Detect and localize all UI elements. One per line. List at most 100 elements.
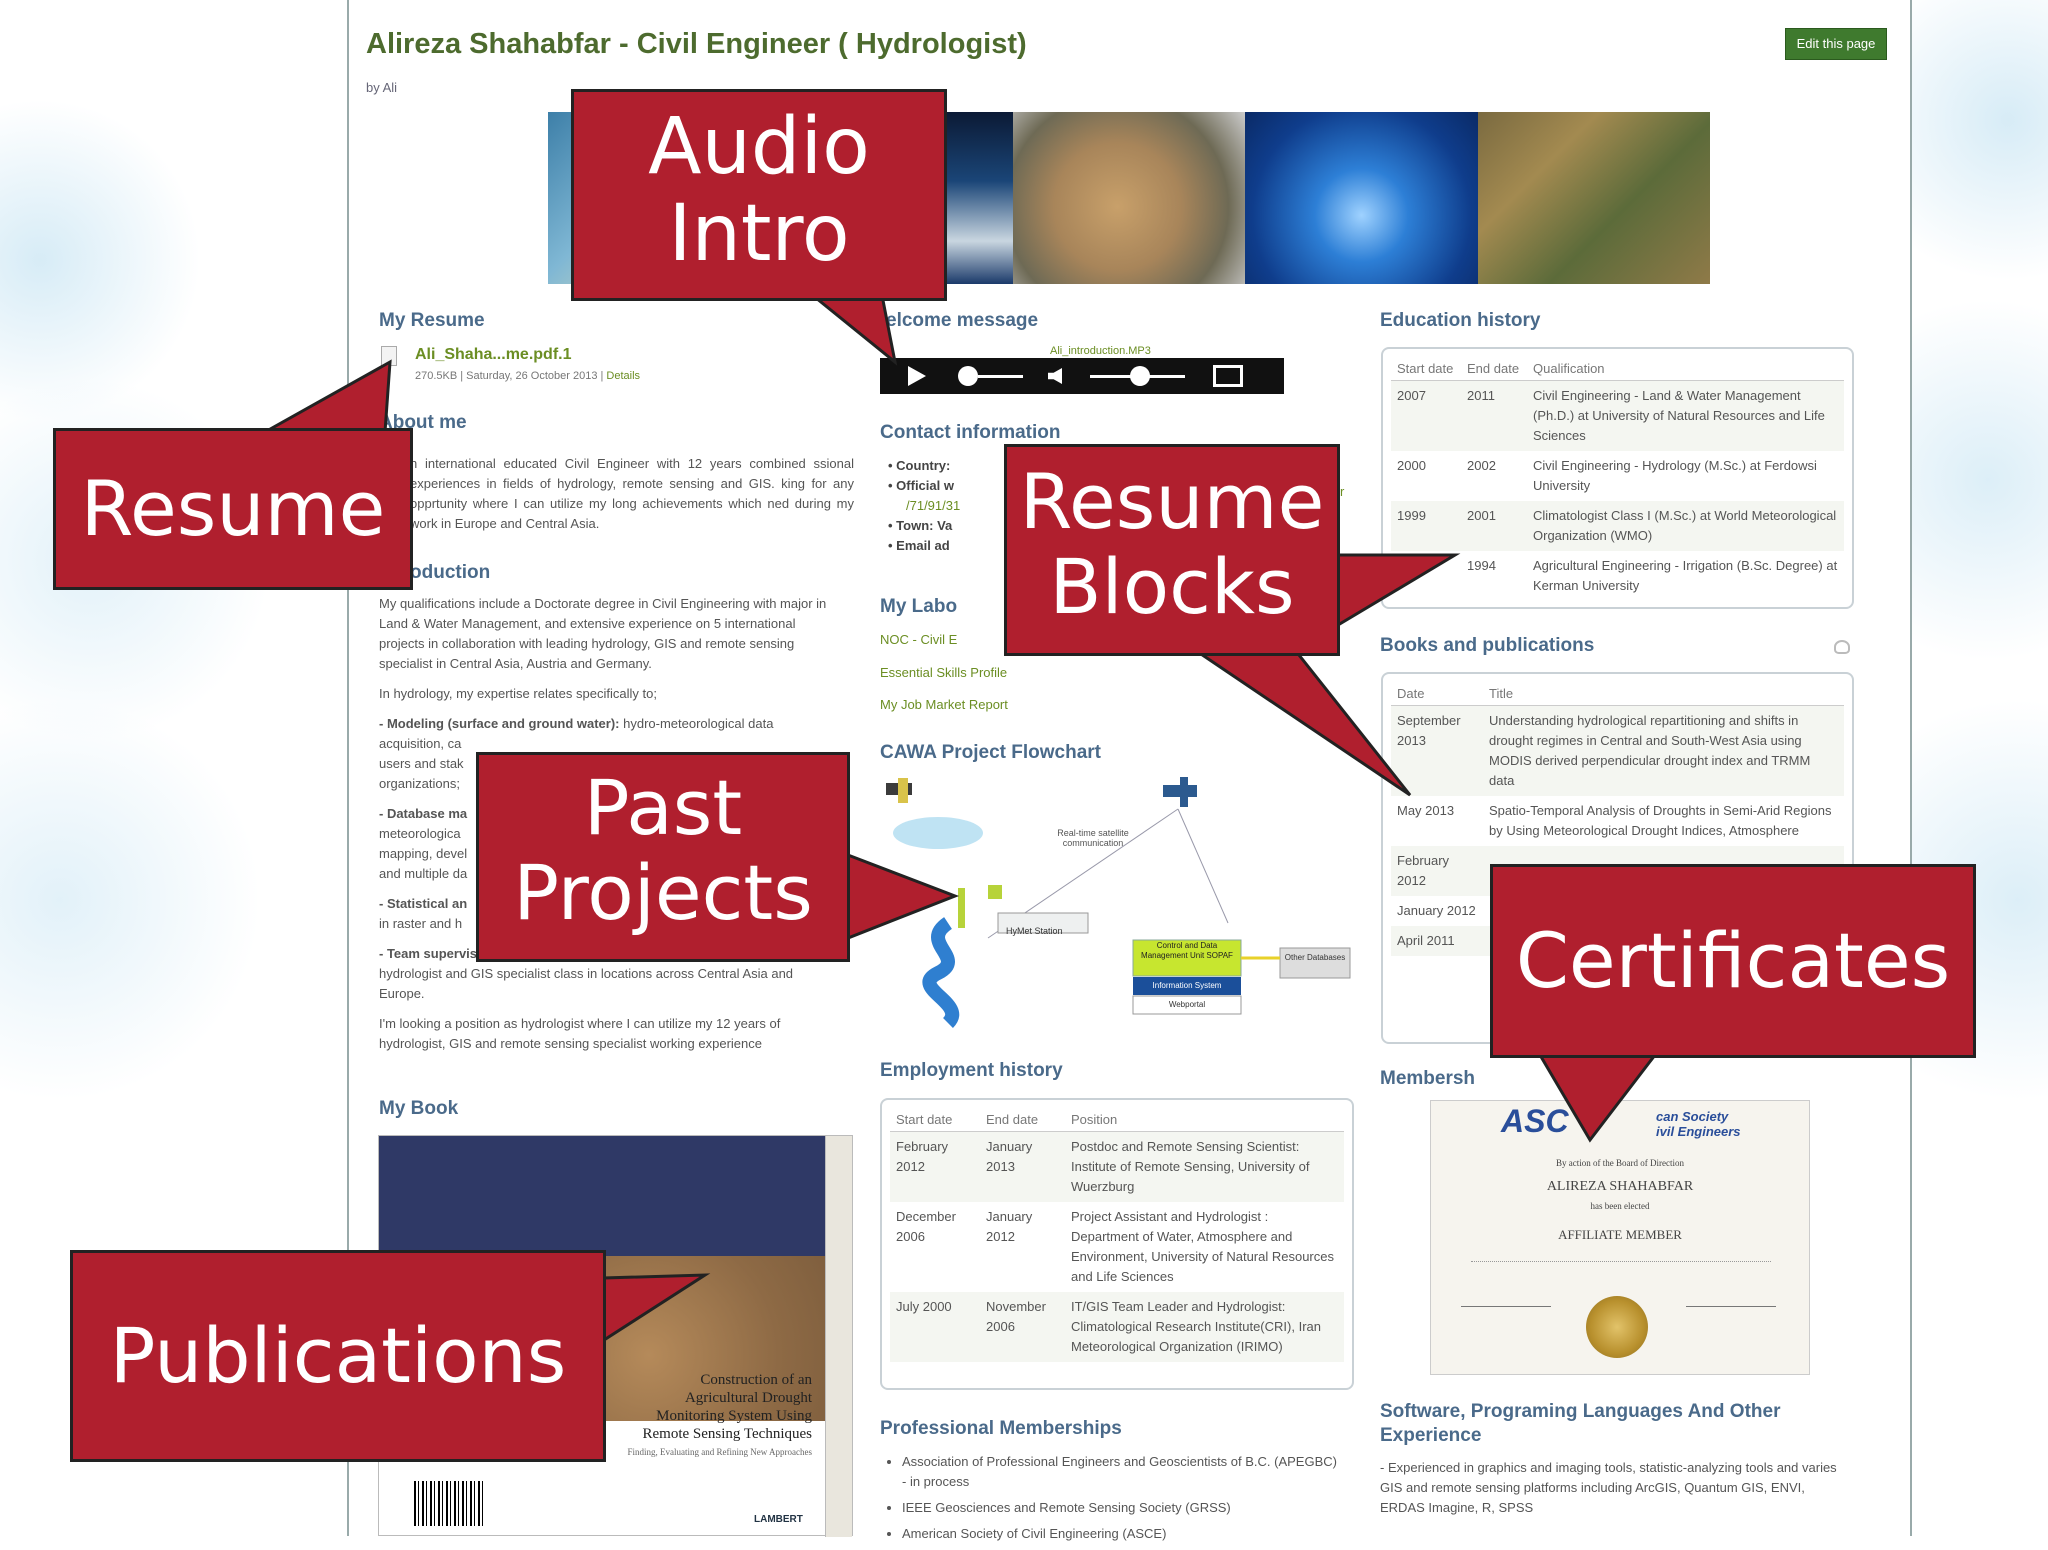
contact-fragment: r (1340, 484, 1345, 499)
col-start-date: Start date (1391, 357, 1461, 381)
cert-seal (1586, 1296, 1648, 1358)
table-row: July 2000 November 2006 IT/GIS Team Lead… (890, 1292, 1344, 1362)
byline: by Ali (366, 80, 398, 95)
asce-logo: ASC (1501, 1103, 1569, 1139)
asce-org-line-1: can Society (1656, 1109, 1729, 1124)
emp-end: January 2012 (986, 1209, 1033, 1244)
pub-date: May 2013 (1397, 803, 1455, 818)
intro-paragraph-2: In hydrology, my expertise relates speci… (379, 686, 657, 701)
edu-qualification: Climatologist Class I (M.Sc.) at World M… (1527, 501, 1844, 551)
intro-bullet-modeling-label: - Modeling (surface and ground water): (379, 716, 620, 731)
cert-member-type: AFFILIATE MEMBER (1558, 1227, 1682, 1242)
contact-country: • Country: (888, 458, 951, 473)
audio-file-link[interactable]: Ali_introduction.MP3 (1050, 345, 1151, 357)
satellite-right-icon (1163, 777, 1197, 807)
pub-date: September 2013 (1391, 705, 1483, 796)
list-item: Association of Professional Engineers an… (902, 1452, 1340, 1492)
about-text: n international educated Civil Engineer … (410, 456, 854, 531)
book-publisher: LAMBERT (754, 1514, 803, 1525)
pub-title[interactable]: Spatio-Temporal Analysis of Droughts in … (1489, 803, 1832, 838)
pub-date: February 2012 (1391, 846, 1483, 896)
pub-date: January 2012 (1397, 903, 1476, 918)
software-text: - Experienced in graphics and imaging to… (1380, 1460, 1837, 1515)
intro-bullet-statistical: - Statistical an (379, 894, 827, 914)
audio-intro-callout: Audio Intro (571, 89, 947, 301)
resume-file-size-date: 270.5KB | Saturday, 26 October 2013 | (415, 370, 604, 382)
employment-heading: Employment history (880, 1060, 1063, 1081)
flowchart-sat-comm-label: Real-time satellite communication (1057, 828, 1129, 848)
seek-handle[interactable] (958, 366, 978, 386)
software-heading: Software, Programing Languages And Other… (1380, 1401, 1781, 1446)
edit-page-button[interactable]: Edit this page (1785, 28, 1887, 60)
audio-callout-line-1: Audio (648, 102, 870, 192)
fullscreen-icon[interactable] (1213, 365, 1243, 387)
asce-certificate-image[interactable]: ASC can Society ivil Engineers By action… (1430, 1100, 1810, 1375)
audio-callout-line-2: Intro (668, 189, 850, 280)
employment-table-box: Start date End date Position February 20… (880, 1098, 1354, 1390)
book-title-line-1: Construction of an (700, 1372, 812, 1388)
intro-bullet-database-l4: and multiple da (379, 866, 468, 881)
labour-link-noc[interactable]: NOC - Civil E (880, 632, 958, 647)
contact-heading: Contact information (880, 422, 1061, 443)
table-row: February 2012 January 2013 Postdoc and R… (890, 1131, 1344, 1202)
cert-line-1: By action of the Board of Direction (1556, 1158, 1684, 1168)
edu-end: 2001 (1461, 501, 1527, 551)
info-system-box (1133, 977, 1241, 995)
contact-official: • Official w (888, 478, 954, 493)
flowchart-otherdb-label: Other Databases (1284, 953, 1346, 962)
flowchart-heading: CAWA Project Flowchart (880, 742, 1101, 763)
education-table: Start date End date Qualification 2007 2… (1391, 357, 1844, 601)
labour-link-skills[interactable]: Essential Skills Profile (880, 665, 1008, 680)
flowchart-hymet-label: HyMet Station (1006, 926, 1063, 936)
pub-title[interactable]: Understanding hydrological repartitionin… (1483, 705, 1844, 796)
flowchart-webportal-label: Webportal (1168, 1000, 1206, 1009)
contact-phone: /71/91/31 (906, 498, 961, 513)
book-title-line-4: Remote Sensing Techniques (642, 1426, 812, 1442)
emp-position: Postdoc and Remote Sensing Scientist: In… (1065, 1131, 1344, 1202)
resume-file-meta: 270.5KB | Saturday, 26 October 2013 | De… (415, 366, 640, 386)
banner-image-fields (1477, 112, 1711, 284)
edu-end: 1994 (1467, 558, 1496, 573)
past-callout-line-2: Projects (513, 848, 813, 938)
col-qualification: Qualification (1527, 357, 1844, 381)
past-callout-tail (846, 852, 960, 941)
resume-file-link[interactable]: Ali_Shaha...me.pdf.1 (415, 346, 572, 363)
intro-bullet-database-label: - Database ma (379, 806, 468, 821)
blocks-callout-tail-2 (1190, 648, 1412, 797)
resume-details-link[interactable]: Details (606, 370, 641, 382)
intro-paragraph-3: I'm looking a position as hydrologist wh… (379, 1016, 781, 1051)
table-row: 2007 2011 Civil Engineering - Land & Wat… (1391, 380, 1844, 451)
about-heading: About me (379, 412, 467, 433)
intro-bullet-statistical-l2: in raster and h (379, 916, 463, 931)
past-callout-line-1: Past (583, 763, 743, 852)
certificates-callout: Certificates (1490, 864, 1976, 1058)
books-heading: Books and publications (1380, 635, 1595, 656)
education-heading: Education history (1380, 310, 1541, 331)
seek-bar[interactable] (978, 375, 1023, 378)
edu-qualification: Agricultural Engineering - Irrigation (B… (1533, 558, 1838, 593)
intro-bullet-modeling: - Modeling (surface and ground water): h… (379, 714, 827, 754)
publications-callout-tail (602, 1273, 711, 1343)
book-cover-title: Construction of an Agricultural Drought … (628, 1371, 812, 1461)
edu-end: 2002 (1467, 458, 1496, 473)
resume-callout-tail (259, 359, 392, 434)
intro-bullet-database-l3: mapping, devel (379, 846, 468, 861)
resume-callout: Resume (53, 428, 413, 590)
play-icon[interactable] (908, 366, 926, 386)
gauge-icon (958, 888, 965, 928)
control-unit-box (1132, 939, 1242, 977)
intro-bullet-database-l2: meteorologica (379, 826, 461, 841)
cert-signature-right (1686, 1306, 1776, 1307)
certificates-callout-tail (1537, 1053, 1659, 1143)
blocks-callout-line-2: Blocks (1049, 542, 1295, 632)
edu-qualification: Civil Engineering - Hydrology (M.Sc.) at… (1533, 458, 1817, 493)
labour-link-market[interactable]: My Job Market Report (880, 697, 1008, 712)
intro-bullet-database: - Database ma (379, 804, 827, 824)
cloud-icon (893, 817, 983, 849)
intro-bullet-team-label: - Team supervision: (379, 946, 501, 961)
education-table-box: Start date End date Qualification 2007 2… (1381, 347, 1854, 609)
page-title: Alireza Shahabfar - Civil Engineer ( Hyd… (366, 28, 1027, 60)
pub-date: April 2011 (1391, 926, 1483, 956)
volume-handle[interactable] (1130, 366, 1150, 386)
collapse-icon[interactable] (1834, 640, 1850, 654)
